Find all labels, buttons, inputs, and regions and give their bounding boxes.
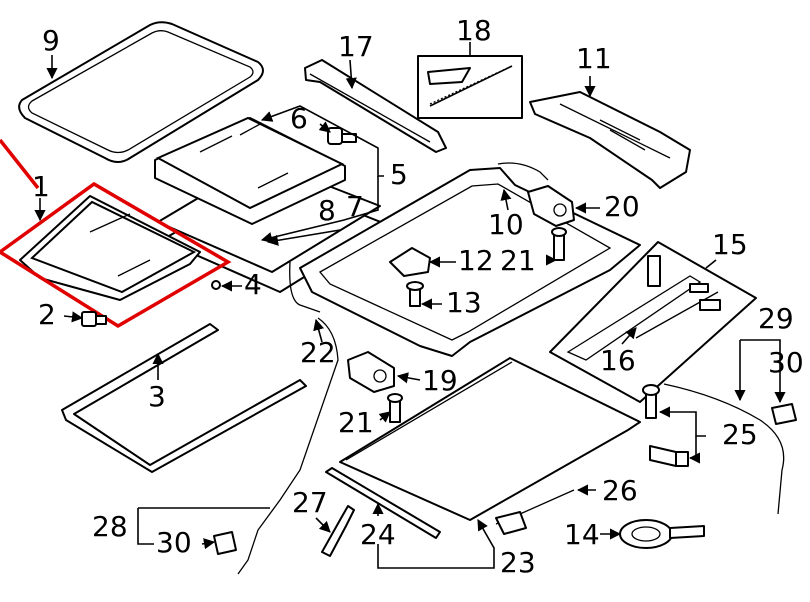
callout-16: 16 xyxy=(600,344,636,377)
callout-3: 3 xyxy=(148,380,166,413)
callout-8: 8 xyxy=(318,194,336,227)
callout-9: 9 xyxy=(42,24,60,57)
callout-28: 28 xyxy=(92,510,128,543)
callout-25: 25 xyxy=(722,418,758,451)
callout-1: 1 xyxy=(32,170,50,203)
callout-19: 19 xyxy=(422,364,458,397)
callout-23: 23 xyxy=(500,546,536,579)
part-21-bolt-lower xyxy=(387,393,403,423)
part-6-bolt xyxy=(327,127,357,145)
part-2-bolt xyxy=(81,311,107,327)
highlight-arrow xyxy=(0,138,40,190)
part-9-seal xyxy=(18,21,264,163)
part-28-drain-hose xyxy=(237,317,339,575)
part-18-spring-kit xyxy=(417,55,523,119)
callout-6: 6 xyxy=(290,102,308,135)
part-21-bolt-upper xyxy=(551,227,567,261)
callout-30-right: 30 xyxy=(768,346,804,379)
highlight-box xyxy=(0,181,232,329)
part-3-seal xyxy=(61,323,307,473)
part-17-wind-deflector xyxy=(304,59,447,153)
part-1-glass-panel xyxy=(19,195,201,301)
callout-18: 18 xyxy=(456,14,492,47)
callout-30-left: 30 xyxy=(156,526,192,559)
part-30-clip-right xyxy=(771,403,797,425)
part-29-cable xyxy=(663,383,785,515)
part-30-clip-left xyxy=(213,531,237,555)
part-13-screw xyxy=(406,281,424,307)
part-19-motor xyxy=(347,351,395,393)
part-4-pin xyxy=(211,280,221,290)
callout-labels: 9 1 2 3 4 6 5 8 7 17 18 11 20 10 12 21 1… xyxy=(32,14,804,579)
part-23-sunshade xyxy=(339,357,641,521)
callout-2: 2 xyxy=(38,298,56,331)
part-25-bolts xyxy=(642,384,689,467)
part-20-motor xyxy=(527,185,575,227)
part-15-guide-kit xyxy=(549,241,757,403)
callout-24: 24 xyxy=(360,518,396,551)
callout-21-lower: 21 xyxy=(338,406,374,439)
callout-11: 11 xyxy=(576,42,612,75)
callout-26: 26 xyxy=(602,474,638,507)
callout-5: 5 xyxy=(390,158,408,191)
callout-22: 22 xyxy=(300,336,336,369)
callout-17: 17 xyxy=(338,30,374,63)
callout-12: 12 xyxy=(458,244,494,277)
callout-13: 13 xyxy=(446,286,482,319)
callout-4: 4 xyxy=(244,268,262,301)
part-14-ring xyxy=(619,519,705,549)
leader-lines xyxy=(34,42,786,569)
callout-10: 10 xyxy=(488,208,524,241)
callout-14: 14 xyxy=(564,518,600,551)
part-27-hose xyxy=(321,505,355,557)
callout-29: 29 xyxy=(758,302,794,335)
callout-7: 7 xyxy=(346,190,364,223)
callout-27: 27 xyxy=(292,486,328,519)
callout-20: 20 xyxy=(604,190,640,223)
callout-21-upper: 21 xyxy=(500,244,536,277)
part-11-bracket xyxy=(529,91,691,189)
part-26-cable xyxy=(495,489,575,535)
callout-15: 15 xyxy=(712,228,748,261)
